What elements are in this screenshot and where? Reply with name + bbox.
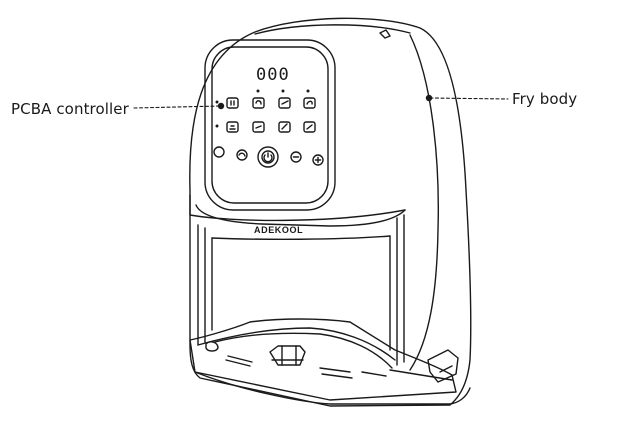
top-notch [380, 30, 390, 38]
vegetable-icon[interactable] [279, 122, 290, 132]
vent-slot-1 [228, 356, 252, 362]
basket-tray-rim [198, 328, 395, 360]
cake-icon[interactable] [227, 122, 238, 132]
display-readout: 000 [256, 65, 290, 85]
pcba-controller-label: PCBA controller [11, 100, 129, 118]
plus-button[interactable] [313, 155, 323, 165]
power-button-inner[interactable] [262, 151, 274, 163]
control-panel-frame [205, 40, 335, 210]
foot-right [428, 350, 458, 382]
top-bevel [255, 25, 410, 34]
base-line [195, 372, 470, 404]
basket-tray-outline [190, 319, 456, 400]
pcba-pointer-dot [217, 102, 225, 110]
vent-slot-5 [362, 372, 386, 376]
power-button-outer[interactable] [258, 147, 278, 167]
control-panel-screen [212, 47, 328, 203]
chicken-icon[interactable] [253, 98, 264, 108]
vent-slot-3 [320, 368, 350, 372]
basket-handle[interactable] [270, 346, 305, 365]
basket-frame-right [397, 215, 404, 365]
fry-body-pointer-dot [425, 94, 433, 102]
fry-body-label: Fry body [512, 90, 578, 108]
power-icon [264, 153, 272, 162]
menu-button[interactable] [214, 147, 224, 157]
preset-row-2[interactable] [227, 122, 315, 132]
foot-left [206, 342, 218, 351]
pcba-leader-line [134, 106, 220, 108]
fan-button[interactable] [237, 150, 247, 160]
shell-front-edge [196, 205, 405, 226]
steak-icon[interactable] [279, 98, 290, 108]
body-side-ridge [410, 35, 438, 370]
minus-button[interactable] [291, 152, 301, 162]
brand-logo: ADEKOOL [254, 225, 304, 235]
vent-slot-2 [226, 360, 250, 366]
basket-tray-inner [215, 333, 392, 368]
fry-body-leader-line [430, 98, 508, 99]
fries-icon[interactable] [227, 98, 238, 108]
basket-frame-left [198, 225, 205, 345]
brand-band [190, 195, 405, 220]
shrimp-icon[interactable] [304, 98, 315, 108]
fish-icon[interactable] [253, 122, 264, 132]
preset-row-1[interactable] [227, 98, 315, 108]
basket-frame-inner-top [212, 236, 390, 239]
fry-body-outline [190, 18, 471, 406]
pizza-icon[interactable] [304, 122, 315, 132]
vent-slot-4 [322, 374, 352, 378]
